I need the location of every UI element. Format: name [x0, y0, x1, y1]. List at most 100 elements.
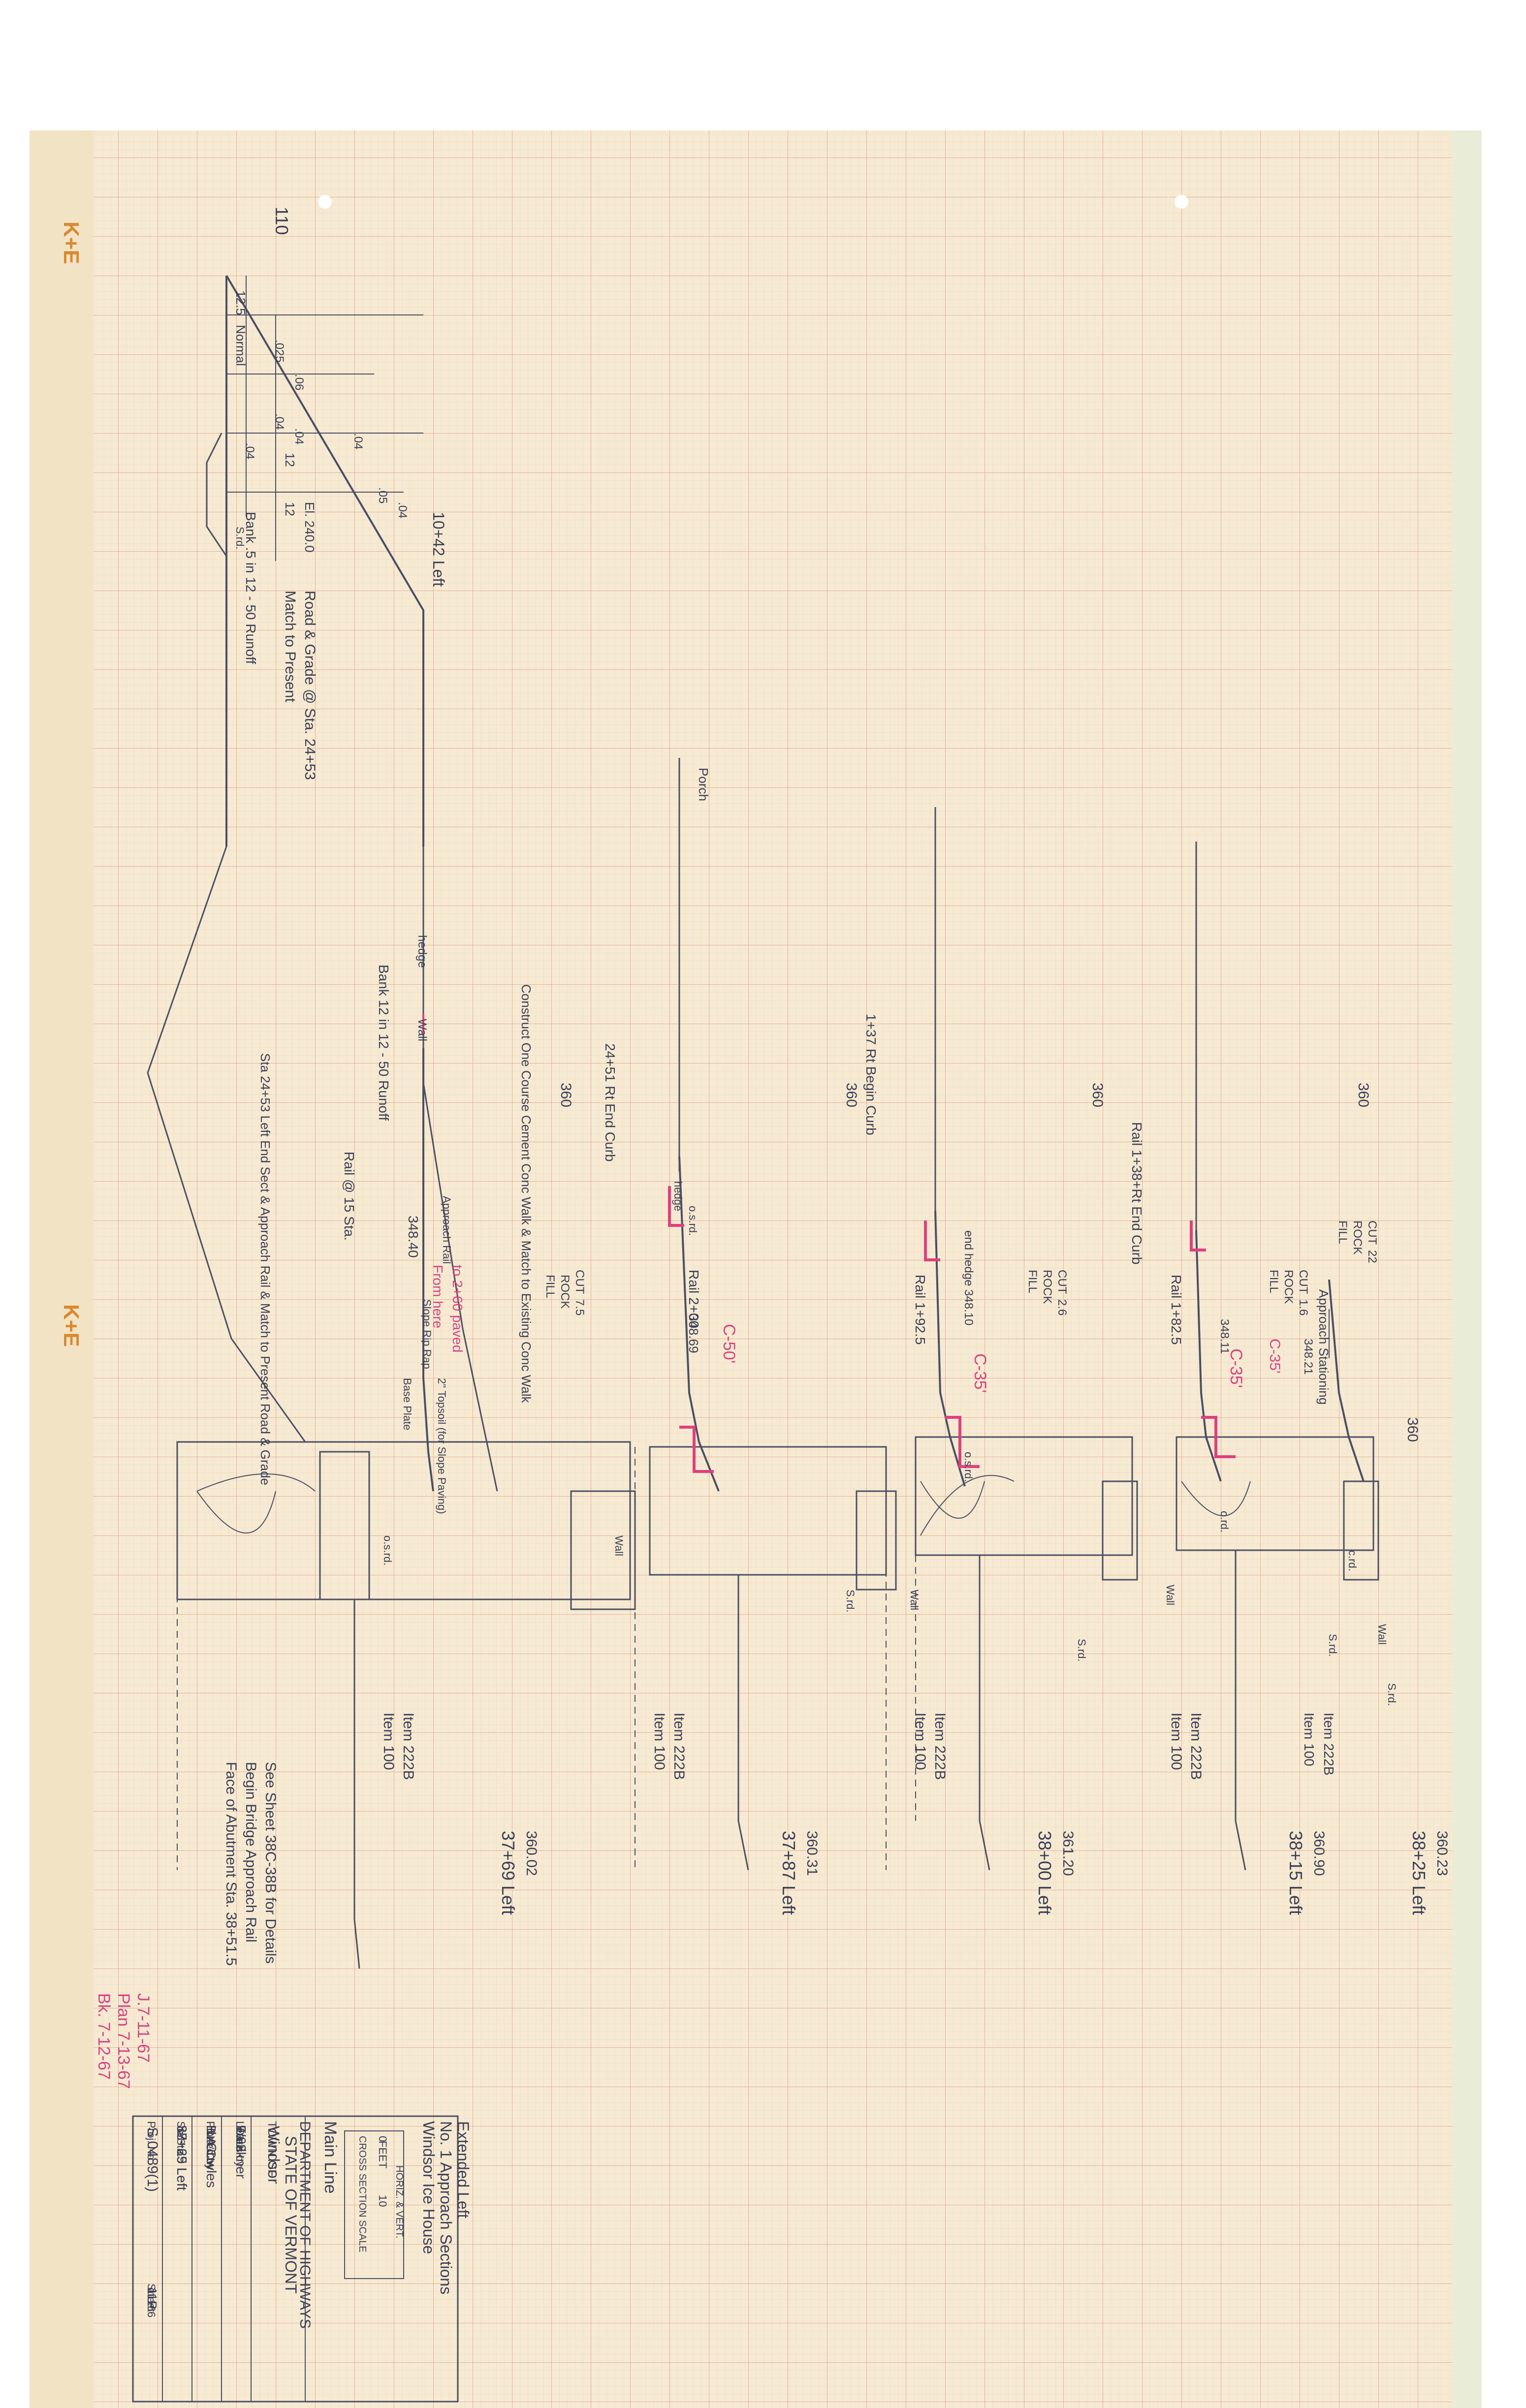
svg-text:of 166: of 166 — [145, 2287, 158, 2317]
svg-text:B.A.C.: B.A.C. — [204, 2125, 219, 2162]
svg-text:348.21: 348.21 — [1302, 1339, 1315, 1375]
svg-text:360: 360 — [1089, 1083, 1106, 1107]
svg-text:C-35': C-35' — [1267, 1339, 1283, 1374]
svg-text:1+37 Rt Begin Curb: 1+37 Rt Begin Curb — [863, 1014, 879, 1135]
svg-text:.06: .06 — [292, 374, 306, 390]
svg-text:o.rd.: o.rd. — [1218, 1511, 1231, 1532]
svg-text:Chk'd by: Chk'd by — [204, 2128, 217, 2170]
svg-text:Main Line: Main Line — [321, 2121, 340, 2193]
svg-text:ROCK: ROCK — [1282, 1270, 1295, 1304]
svg-text:7.5: 7.5 — [573, 1299, 586, 1315]
svg-text:12: 12 — [283, 502, 297, 516]
svg-text:S.rd.: S.rd. — [844, 1590, 857, 1612]
svg-text:J.7-11-67: J.7-11-67 — [134, 1993, 153, 2063]
svg-text:Face of Abutment Sta. 38+51.5: Face of Abutment Sta. 38+51.5 — [223, 1762, 239, 1966]
svg-text:to 2+60 paved: to 2+60 paved — [450, 1265, 465, 1352]
svg-text:360: 360 — [1404, 1417, 1421, 1442]
svg-text:Item 222B: Item 222B — [671, 1713, 687, 1780]
svg-text:1.6: 1.6 — [1297, 1299, 1310, 1315]
svg-text:Rail 2+00: Rail 2+00 — [686, 1270, 701, 1328]
svg-text:348.11: 348.11 — [1218, 1319, 1231, 1354]
cross-section-2: 360 37+87 Left 360.31 24+51 Rt End Curb … — [519, 768, 897, 1915]
svg-text:12.5: 12.5 — [233, 290, 248, 315]
svg-text:Rail 1+82.5: Rail 1+82.5 — [1169, 1275, 1184, 1345]
keuffel-esser-logo: K+E — [59, 221, 83, 264]
svg-text:Base Plate: Base Plate — [401, 1378, 413, 1430]
svg-text:10+42 Left: 10+42 Left — [430, 512, 447, 587]
station-label: 38+00 Left — [1035, 1831, 1055, 1915]
svg-text:HORIZ. & VERT.: HORIZ. & VERT. — [394, 2165, 405, 2239]
svg-text:Windsor: Windsor — [265, 2126, 283, 2184]
svg-text:C-50': C-50' — [720, 1324, 738, 1363]
svg-text:C-35': C-35' — [1227, 1348, 1245, 1388]
svg-text:FILL: FILL — [1026, 1270, 1039, 1293]
svg-text:FILL: FILL — [1267, 1270, 1280, 1293]
svg-text:Item 100: Item 100 — [912, 1713, 928, 1770]
svg-text:361.20: 361.20 — [1060, 1831, 1076, 1876]
station-label: 37+69 Left — [498, 1831, 518, 1915]
svg-text:CUT: CUT — [573, 1270, 586, 1294]
svg-text:Porch: Porch — [696, 768, 711, 801]
svg-text:FEET: FEET — [377, 2141, 389, 2168]
svg-text:Bank 12 in 12 - 50 Runoff: Bank 12 in 12 - 50 Runoff — [376, 965, 391, 1121]
svg-text:Road & Grade @ Sta. 24+53: Road & Grade @ Sta. 24+53 — [302, 591, 318, 780]
svg-text:o.s.rd.: o.s.rd. — [382, 1535, 394, 1565]
svg-text:Item 100: Item 100 — [381, 1713, 397, 1770]
svg-text:Approach Rail: Approach Rail — [441, 1196, 453, 1264]
svg-text:o.s.rd.: o.s.rd. — [962, 1452, 975, 1482]
svg-text:Wall: Wall — [1376, 1624, 1388, 1645]
svg-text:CUT: CUT — [1366, 1220, 1379, 1245]
svg-text:348.69: 348.69 — [686, 1314, 701, 1353]
svg-text:Item 222B: Item 222B — [932, 1713, 948, 1780]
svg-text:Wall: Wall — [613, 1535, 625, 1556]
svg-text:K+E: K+E — [59, 221, 83, 264]
svg-text:hedge: hedge — [415, 935, 429, 968]
svg-text:Rail 1+38+Rt End Curb: Rail 1+38+Rt End Curb — [1129, 1122, 1144, 1265]
svg-text:to Sta.: to Sta. — [175, 2126, 187, 2158]
svg-text:360: 360 — [558, 1083, 574, 1107]
svg-text:11P: 11P — [145, 2287, 159, 2309]
svg-text:S.rd.: S.rd. — [234, 527, 246, 549]
svg-text:.04: .04 — [351, 433, 365, 449]
svg-text:From here: From here — [430, 1265, 445, 1328]
svg-text:Item 222B: Item 222B — [400, 1713, 416, 1780]
paper-edge-tape — [1452, 130, 1482, 2408]
svg-text:Bk. 7-12-67: Bk. 7-12-67 — [95, 1993, 113, 2080]
svg-text:K+E: K+E — [59, 1304, 83, 1347]
svg-text:348.40: 348.40 — [406, 1216, 421, 1258]
svg-text:end hedge: end hedge — [962, 1230, 975, 1286]
station-label: 38+25 Left — [1409, 1831, 1429, 1915]
svg-text:C-35': C-35' — [971, 1353, 989, 1393]
svg-text:Match to Present: Match to Present — [282, 591, 298, 702]
svg-text:S.rd.: S.rd. — [1327, 1634, 1339, 1657]
svg-text:360: 360 — [1355, 1083, 1371, 1107]
svg-text:Item 100: Item 100 — [651, 1713, 668, 1770]
svg-text:Sta 24+53 Left End Sect & Appr: Sta 24+53 Left End Sect & Approach Rail … — [258, 1053, 273, 1485]
svg-text:El. 240.0: El. 240.0 — [302, 502, 317, 553]
svg-text:Item 100: Item 100 — [1168, 1713, 1184, 1770]
svg-text:Wall: Wall — [1164, 1585, 1176, 1605]
svg-text:.05: .05 — [376, 487, 389, 503]
svg-text:9/63: 9/63 — [233, 2125, 249, 2152]
svg-text:10: 10 — [377, 2195, 389, 2207]
svg-text:22: 22 — [1366, 1250, 1379, 1263]
svg-text:Levels by: Levels by — [234, 2121, 246, 2167]
svg-text:S.rd.: S.rd. — [1076, 1639, 1088, 1661]
svg-text:24+51 Rt End Curb: 24+51 Rt End Curb — [603, 1043, 618, 1162]
svg-text:S 0489(1): S 0489(1) — [144, 2127, 160, 2192]
project-title-line: No. 1 Approach Sections — [437, 2121, 455, 2294]
svg-text:.04: .04 — [273, 413, 286, 430]
cross-section-4: 360 38+15 Left 360.90 Rail 1+38+Rt End C… — [1129, 1083, 1379, 1915]
svg-text:FILL: FILL — [1336, 1220, 1349, 1244]
grid-area — [94, 130, 1452, 2408]
svg-text:348.10: 348.10 — [962, 1289, 975, 1325]
svg-text:Date: Date — [234, 2128, 246, 2151]
svg-text:FILL: FILL — [543, 1275, 557, 1298]
svg-text:ROCK: ROCK — [1351, 1220, 1364, 1254]
svg-text:Item 222B: Item 222B — [1321, 1713, 1336, 1776]
svg-text:Rail 1+92.5: Rail 1+92.5 — [913, 1275, 928, 1345]
svg-text:38+25 Left: 38+25 Left — [174, 2125, 190, 2190]
svg-text:Begin Bridge Approach Rail: Begin Bridge Approach Rail — [243, 1762, 259, 1942]
svg-text:H. Cowles: H. Cowles — [204, 2125, 219, 2188]
